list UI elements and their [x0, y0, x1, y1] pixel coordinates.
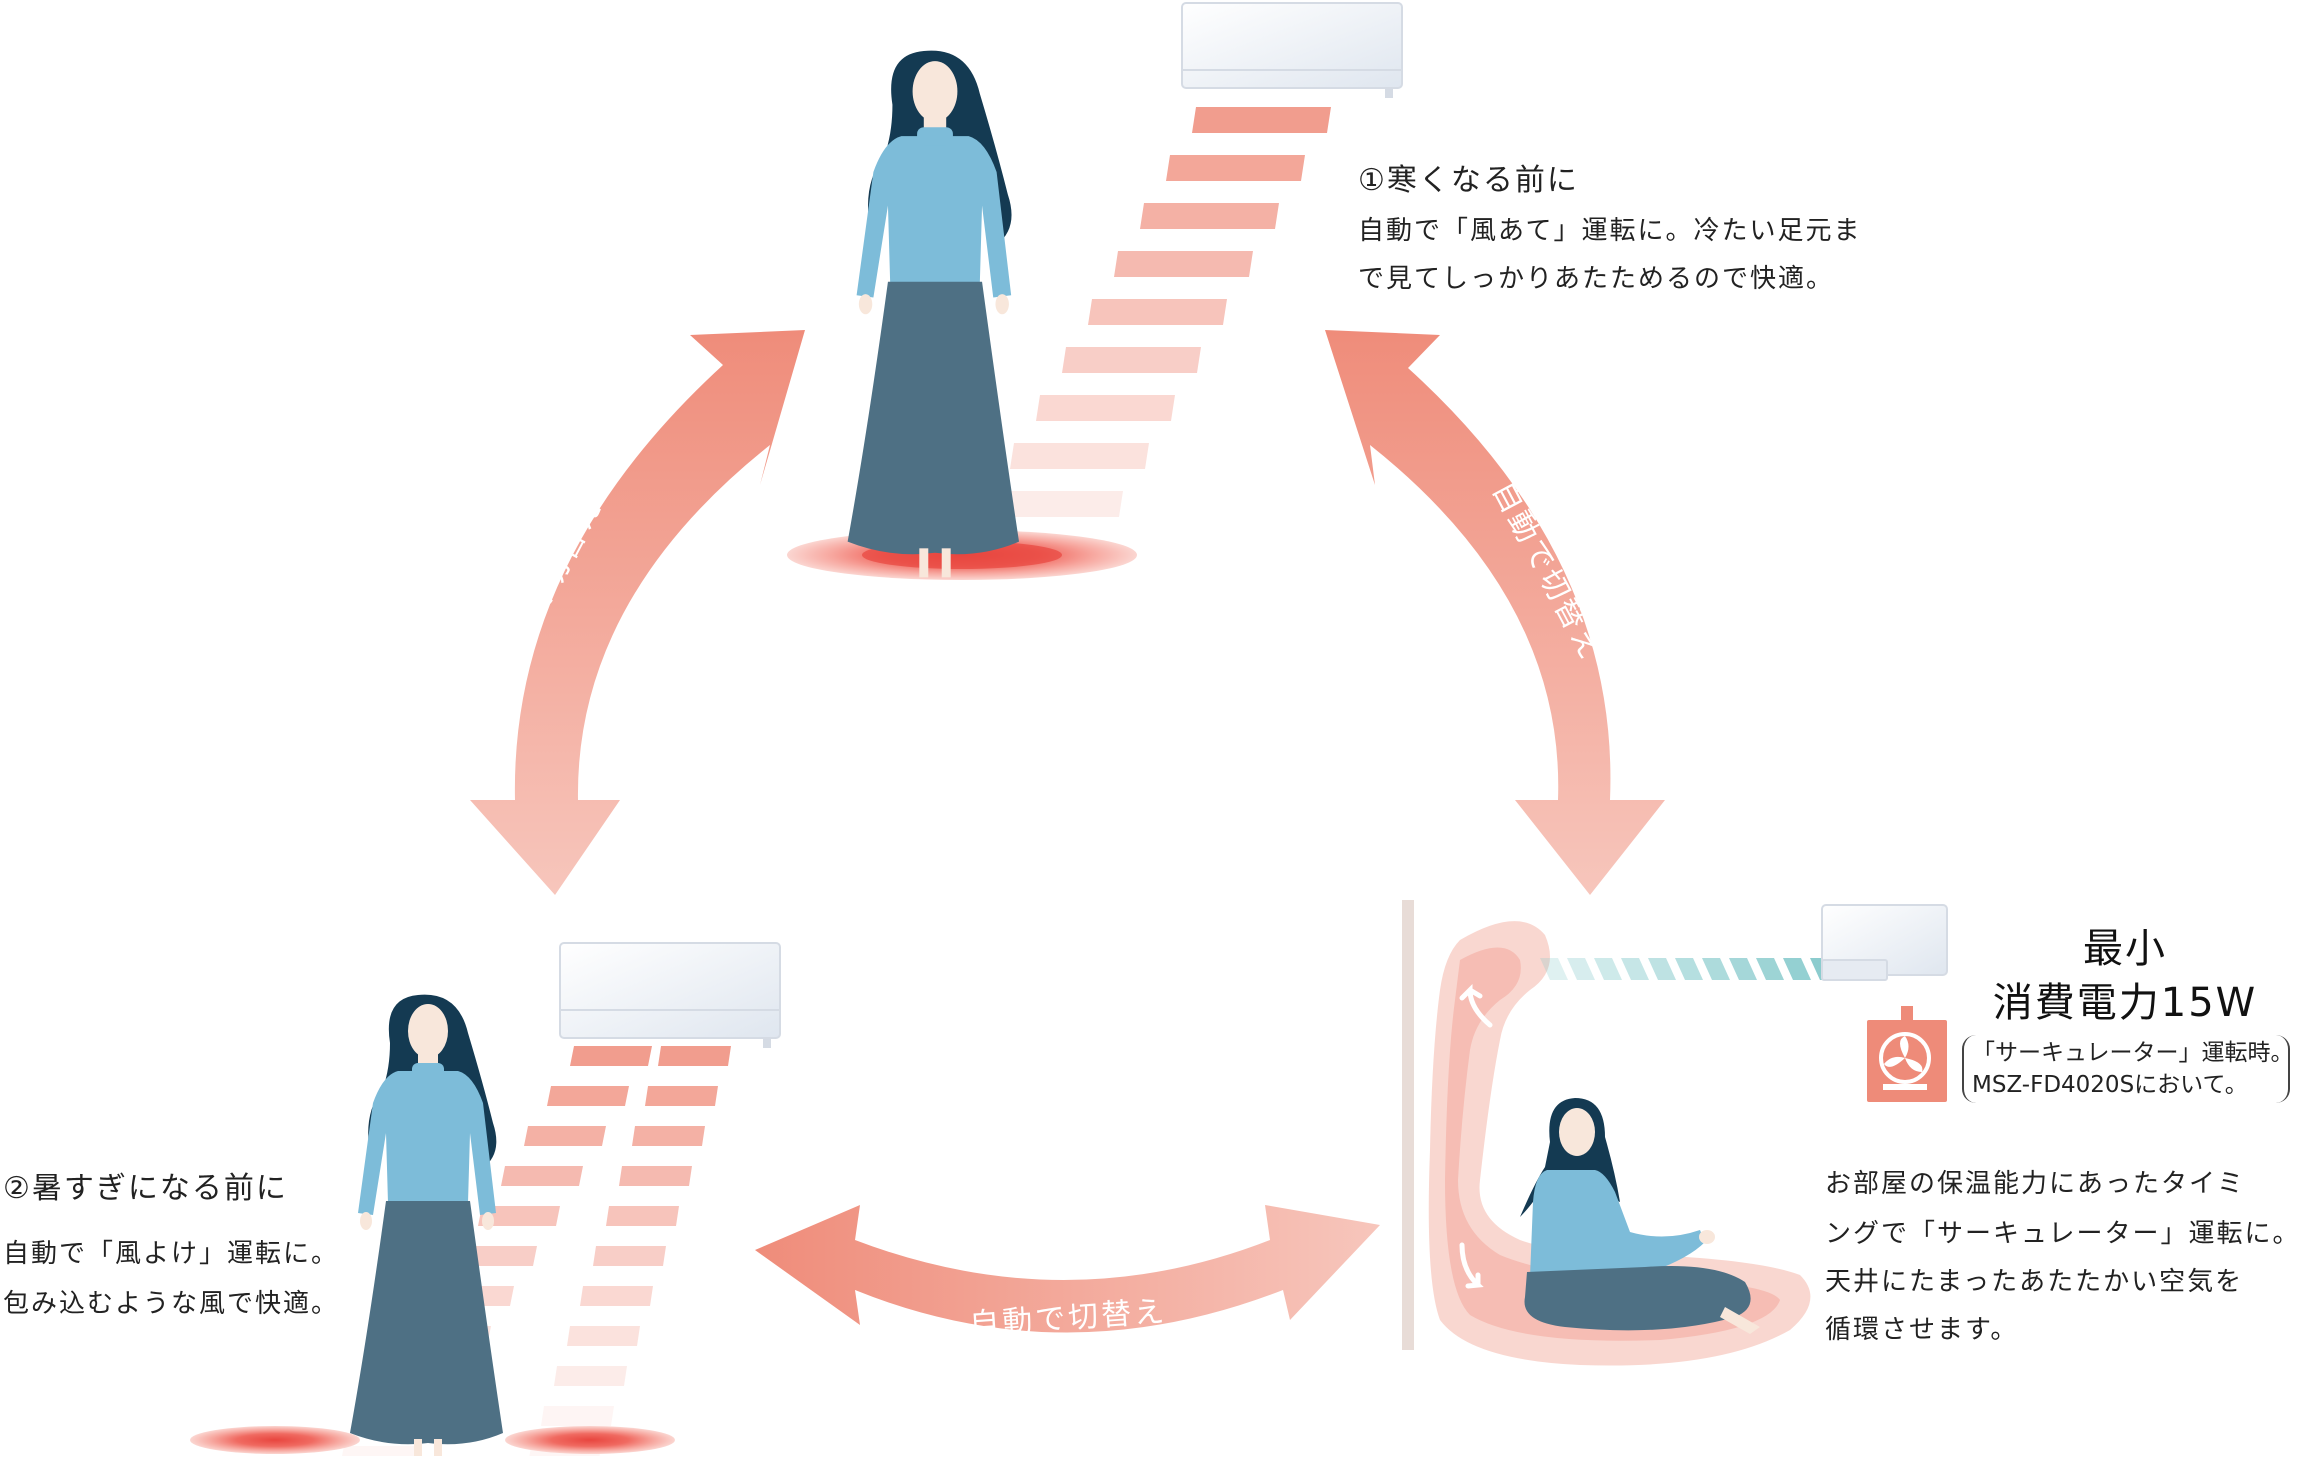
mode3-line-4: 循環させます。 [1825, 1315, 2019, 1345]
scene-warm-feet [787, 2, 1403, 580]
mode2-heading: ②暑すぎになる前に [3, 1171, 288, 1206]
power-title: 最小 [2083, 926, 2167, 972]
mode3-line-1: お部屋の保温能力にあったタイミ [1825, 1169, 2246, 1199]
mode3-line-3: 天井にたまったあたたかい空気を [1825, 1267, 2244, 1297]
scene-wind-avoid [190, 942, 781, 1460]
arrow-left [470, 330, 805, 895]
arrow-bottom [755, 1205, 1380, 1333]
mode1-line-2: で見てしっかりあたためるので快適。 [1358, 264, 1835, 294]
arrow-right [1325, 330, 1665, 895]
circulator-fan-icon [1867, 1006, 1947, 1102]
mode2-line-1: 自動で「風よけ」運転に。 [3, 1239, 340, 1269]
power-note: 「サーキュレーター」運転時。 MSZ-FD4020Sにおいて。 [1962, 1035, 2294, 1103]
mode1-heading: ①寒くなる前に [1358, 163, 1579, 198]
mode2-line-2: 包み込むような風で快適。 [3, 1289, 340, 1319]
power-value: 消費電力15W [1992, 980, 2258, 1026]
scene-circulator [1402, 900, 1948, 1366]
power-note-line-2: MSZ-FD4020Sにおいて。 [1972, 1072, 2248, 1098]
mode1-line-1: 自動で「風あて」運転に。冷たい足元ま [1358, 216, 1862, 246]
mode3-line-2: ングで「サーキュレーター」運転に。 [1825, 1219, 2301, 1249]
power-note-line-1: 「サーキュレーター」運転時。 [1972, 1040, 2294, 1066]
